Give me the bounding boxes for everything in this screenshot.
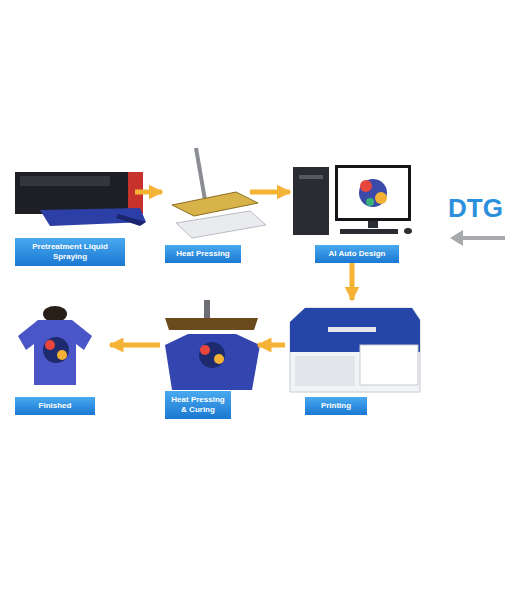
machine-window <box>20 176 110 186</box>
process-step: Printing <box>285 300 420 415</box>
press-shirt <box>165 334 260 390</box>
press-plate <box>172 192 258 216</box>
machine-tray <box>116 214 146 226</box>
pointer-line <box>460 236 505 240</box>
step-label: Heat Pressing <box>165 245 241 263</box>
shirt-body <box>18 320 92 385</box>
mouse <box>404 228 412 234</box>
machine-body <box>15 172 133 214</box>
shirt-print <box>43 337 69 363</box>
flow-arrow <box>258 343 285 348</box>
step-label: AI Auto Design <box>315 245 399 263</box>
finished-shirt <box>18 306 92 385</box>
tower-slot <box>299 175 323 179</box>
child-head <box>43 306 67 322</box>
printer-panel <box>295 356 355 386</box>
process-step: AI Auto Design <box>290 160 415 263</box>
shirt-print <box>200 345 210 355</box>
process-step: Finished <box>15 312 110 415</box>
pretreatment-machine <box>15 172 146 226</box>
process-step: Pretreatment Liquid Spraying <box>15 165 135 266</box>
press-arm <box>196 148 205 200</box>
process-step: Heat Pressing <box>162 160 250 263</box>
shirt-print <box>214 354 224 364</box>
curing-press <box>165 300 260 390</box>
monitor-frame <box>335 165 411 221</box>
flow-arrow <box>110 343 160 348</box>
keyboard <box>340 229 398 234</box>
monitor-screen <box>338 168 408 218</box>
press-plate <box>165 318 258 330</box>
screen-art <box>366 198 374 206</box>
shirt-print <box>45 340 55 350</box>
flow-arrow <box>135 190 162 195</box>
heat-press <box>172 148 266 238</box>
step-label: Pretreatment Liquid Spraying <box>15 238 125 266</box>
pointer-head <box>450 230 463 246</box>
shirt-print <box>199 342 225 368</box>
screen-art <box>359 179 387 207</box>
dtg-pointer <box>450 230 505 246</box>
screen-art <box>375 192 387 204</box>
dtg-printer <box>290 308 420 392</box>
machine-cloth <box>40 208 146 226</box>
computer-tower <box>293 167 329 235</box>
flow-arrow <box>350 263 355 300</box>
press-arm <box>204 300 210 318</box>
press-base <box>176 211 266 238</box>
machine-side <box>128 172 143 214</box>
printer-body <box>290 308 420 392</box>
screen-art <box>360 180 372 192</box>
step-label: Finished <box>15 397 95 415</box>
step-label: Printing <box>305 397 367 415</box>
step-label: Heat Pressing & Curing <box>165 391 231 419</box>
method-label: DTG <box>448 194 503 222</box>
printer-logo <box>328 327 376 332</box>
printer-tray <box>360 345 418 385</box>
flow-arrow <box>250 190 290 195</box>
shirt-print <box>57 350 67 360</box>
process-step: Heat Pressing & Curing <box>160 312 258 419</box>
monitor-stand <box>368 221 378 228</box>
computer <box>293 165 412 235</box>
